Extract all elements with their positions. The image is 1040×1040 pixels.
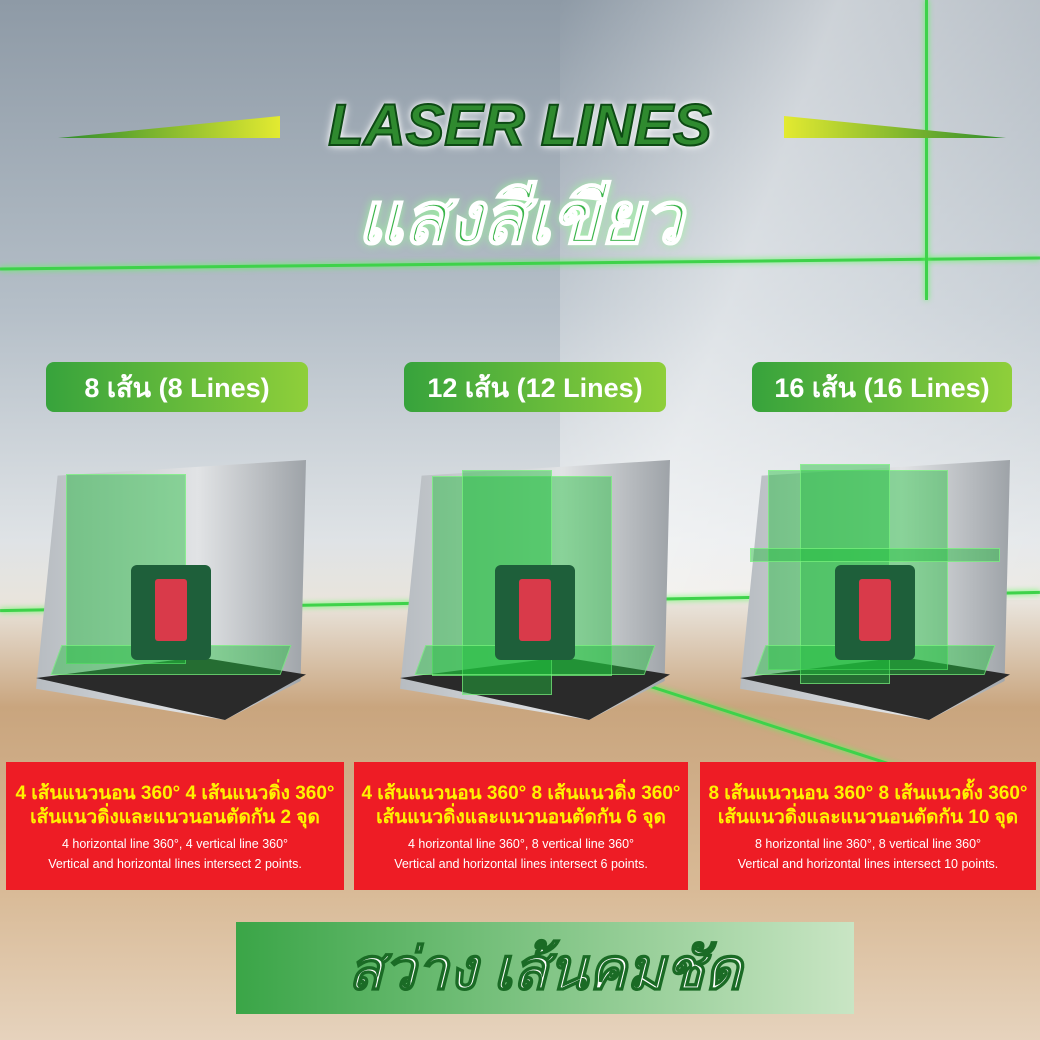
laser-level-device [495,565,575,660]
info-en-line2: Vertical and horizontal lines intersect … [48,857,302,871]
info-en-line2: Vertical and horizontal lines intersect … [394,857,648,871]
info-th-line1: 4 เส้นแนวนอน 360° 4 เส้นแนวดิ่ง 360° [15,783,335,804]
info-th-line2: เส้นแนวดิ่งและแนวนอนตัดกัน 2 จุด [30,807,320,828]
laser-line [925,0,928,300]
badge-12-lines: 12 เส้น (12 Lines) [404,362,666,412]
info-th-line1: 4 เส้นแนวนอน 360° 8 เส้นแนวดิ่ง 360° [361,783,681,804]
laser-level-device [835,565,915,660]
info-card-8: 4 เส้นแนวนอน 360° 4 เส้นแนวดิ่ง 360° เส้… [6,762,344,890]
laser-level-device [131,565,211,660]
info-en-line1: 4 horizontal line 360°, 8 vertical line … [407,837,635,851]
info-th-line2: เส้นแนวดิ่งและแนวนอนตัดกัน 10 จุด [717,807,1019,828]
laser-box-16 [740,460,1010,720]
badge-8-lines: 8 เส้น (8 Lines) [46,362,308,412]
info-th-line2: เส้นแนวดิ่งและแนวนอนตัดกัน 6 จุด [376,807,666,828]
laser-box-8 [36,460,306,720]
laser-box-12 [400,460,670,720]
title-english: LASER LINES [327,92,713,159]
badge-16-lines: 16 เส้น (16 Lines) [752,362,1012,412]
info-card-12: 4 เส้นแนวนอน 360° 8 เส้นแนวดิ่ง 360° เส้… [354,762,688,890]
info-en-line1: 8 horizontal line 360°, 8 vertical line … [754,837,982,851]
info-en-line2: Vertical and horizontal lines intersect … [737,857,999,871]
info-th-line1: 8 เส้นแนวนอน 360° 8 เส้นแนวตั้ง 360° [708,783,1028,804]
info-en-line1: 4 horizontal line 360°, 4 vertical line … [61,837,289,851]
slogan-banner: สว่าง เส้นคมชัด [236,922,854,1014]
title-thai: แสงสีเขียว [356,178,684,260]
info-card-16: 8 เส้นแนวนอน 360° 8 เส้นแนวตั้ง 360° เส้… [700,762,1036,890]
